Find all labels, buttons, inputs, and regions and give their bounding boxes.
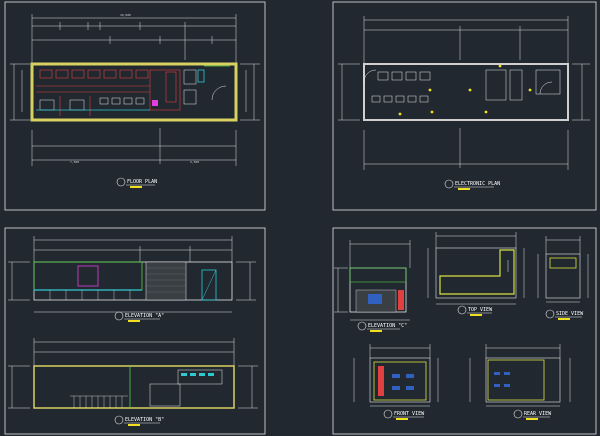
front-view-title: FRONT VIEW xyxy=(394,411,425,417)
rear-view-title: REAR VIEW xyxy=(524,411,552,417)
side-view-drawing xyxy=(537,236,589,320)
electrical-plan-drawing xyxy=(338,16,590,190)
floor-plan-title: FLOOR PLAN xyxy=(127,179,157,185)
floor-plan-drawing: 10,000 7,500 2,500 xyxy=(10,13,260,188)
electrical-plan-title: ELECTRONIC PLAN xyxy=(455,181,500,187)
rear-view-drawing xyxy=(469,344,571,420)
frame-electrical-plan xyxy=(332,1,597,211)
elevation-a-drawing xyxy=(8,236,256,322)
front-view-drawing xyxy=(353,344,439,420)
elevation-b-drawing xyxy=(8,338,258,426)
elevation-c-title: ELEVATION "C" xyxy=(368,323,407,329)
svg-text:10,000: 10,000 xyxy=(120,13,131,17)
top-view-title: TOP VIEW xyxy=(468,307,493,313)
frame-counter-details xyxy=(332,227,597,435)
svg-text:2,500: 2,500 xyxy=(190,160,199,164)
side-view-title: SIDE VIEW xyxy=(556,311,584,317)
elevation-b-title: ELEVATION "B" xyxy=(125,417,164,423)
svg-text:7,500: 7,500 xyxy=(70,160,79,164)
frame-elevations xyxy=(4,227,266,435)
elevation-a-title: ELEVATION "A" xyxy=(125,313,164,319)
frame-floor-plan xyxy=(4,1,266,211)
top-view-drawing xyxy=(427,232,525,316)
elevation-c-drawing xyxy=(334,240,411,332)
